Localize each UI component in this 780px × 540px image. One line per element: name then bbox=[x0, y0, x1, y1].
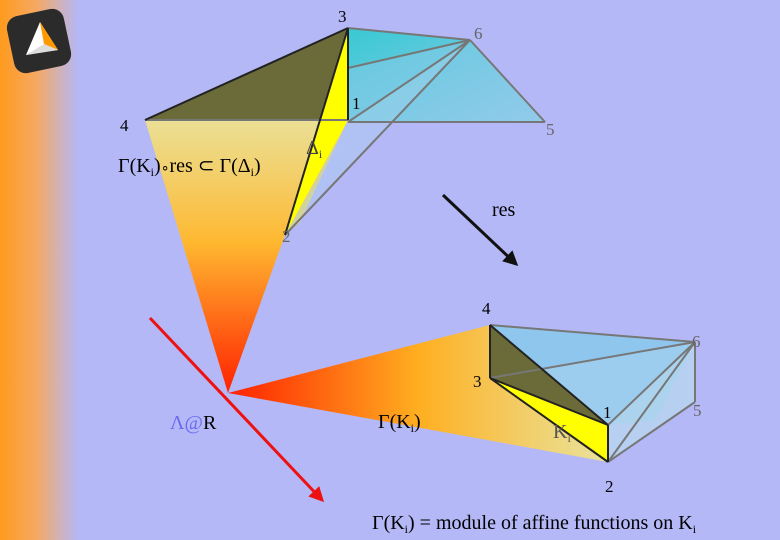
lower-vertex-3: 3 bbox=[473, 373, 482, 390]
k-i-label: Ki bbox=[553, 422, 571, 444]
lambda-r-label: Λ@R bbox=[170, 413, 216, 433]
res-label: res bbox=[492, 200, 515, 220]
lower-vertex-6: 6 bbox=[692, 333, 701, 350]
lower-vertex-5: 5 bbox=[693, 402, 702, 419]
delta-i-label: Δi bbox=[306, 138, 322, 160]
upper-vertex-6: 6 bbox=[474, 25, 483, 42]
rounded-square-triangle-logo bbox=[5, 7, 74, 76]
upper-vertex-1: 1 bbox=[352, 95, 361, 112]
lower-vertex-2: 2 bbox=[605, 478, 614, 495]
upper-vertex-2: 2 bbox=[282, 228, 291, 245]
lower-polytope bbox=[228, 325, 695, 462]
lower-vertex-4: 4 bbox=[482, 300, 491, 317]
upper-vertex-5: 5 bbox=[546, 121, 555, 138]
upper-vertex-4: 4 bbox=[120, 117, 129, 134]
restriction-formula: Γ(Ki)∘res ⊂ Γ(Δi) bbox=[118, 156, 261, 178]
upper-vertex-3: 3 bbox=[338, 8, 347, 25]
lower-vertex-1: 1 bbox=[603, 404, 612, 421]
gamma-k-label: Γ(Ki) bbox=[378, 412, 421, 434]
left-gradient-bar bbox=[0, 0, 78, 540]
bottom-caption: Γ(Ki) = module of affine functions on Ki bbox=[372, 513, 696, 535]
